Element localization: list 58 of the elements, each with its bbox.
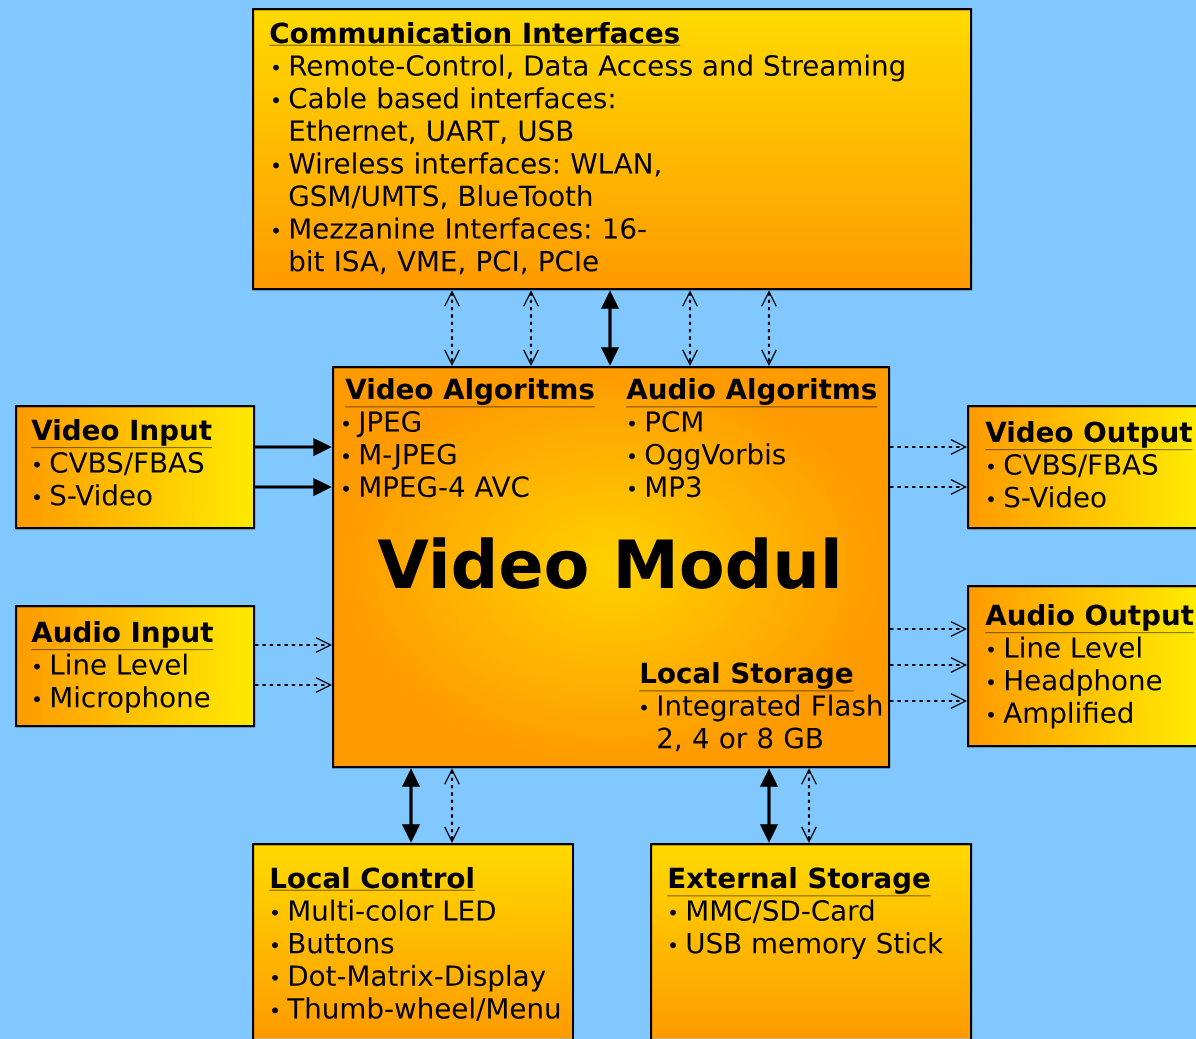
bullet-item: Headphone: [1006, 669, 1162, 696]
bullet-item: CVBS/FBAS: [50, 452, 204, 476]
feature-box: [252, 8, 973, 291]
feature-box: [967, 585, 1196, 748]
bullet-item: Integrated Flash 2, 4 or 8 GB: [658, 694, 882, 752]
bullet-item: PCM: [647, 411, 702, 432]
module-box: [332, 366, 891, 769]
bullet-item: Line Level: [52, 653, 187, 675]
bullet-item: S-Video: [51, 484, 152, 506]
heading: Local Control: [269, 866, 476, 891]
arrow: [801, 768, 817, 843]
arrow: [444, 290, 460, 366]
bullet-item: Amplified: [1003, 701, 1132, 729]
module-title: Video Modul: [377, 537, 838, 589]
heading: Audio Algoritms: [626, 377, 878, 408]
bullet-item: Multi-color LED: [290, 899, 495, 921]
arrow: [890, 439, 967, 455]
bullet-item: MPEG-4 AVC: [361, 476, 529, 498]
arrow: [890, 479, 967, 495]
heading: Video Algoritms: [345, 377, 596, 408]
arrow: [255, 637, 332, 653]
feature-box: [15, 405, 256, 530]
heading: Video Input: [31, 418, 213, 448]
bullet-item: CVBS/FBAS: [1004, 454, 1158, 478]
bullet-item: MMC/SD-Card: [688, 899, 874, 924]
bullet-item: S-Video: [1005, 486, 1106, 508]
arrow: [761, 290, 777, 366]
feature-box: [650, 843, 973, 1039]
arrow: [682, 290, 698, 366]
feature-box: [967, 405, 1196, 530]
heading: Audio Input: [31, 620, 214, 650]
bullet-item: MP3: [647, 476, 701, 498]
bullet-item: Thumb-wheel/Menu: [287, 997, 560, 1021]
bullet-item: JPEG: [356, 411, 420, 438]
arrow: [890, 621, 967, 637]
bullet-item: M-JPEG: [361, 443, 456, 470]
bullet-item: Line Level: [1006, 636, 1141, 658]
heading: External Storage: [667, 866, 932, 897]
bullet-item: Buttons: [290, 933, 394, 954]
heading: Communication Interfaces: [269, 21, 681, 46]
arrow: [890, 693, 967, 709]
heading: Audio Output: [985, 603, 1195, 633]
bullet-item: Wireless interfaces: WLAN, GSM/UMTS, BlueTooth: [289, 152, 660, 210]
arrow: [523, 290, 539, 366]
bullet-item: Remote-Control, Data Access and Streaming: [291, 54, 904, 82]
heading: Local Storage: [639, 661, 854, 692]
feature-box: [252, 843, 575, 1039]
arrow: [890, 657, 967, 673]
bullet-item: Microphone: [52, 686, 210, 713]
arrow: [444, 768, 460, 843]
bullet-item: USB memory Stick: [687, 932, 944, 959]
arrow: [255, 677, 332, 693]
bullet-item: Cable based interfaces: Ethernet, UART, USB: [289, 87, 614, 144]
bullet-item: Dot-Matrix-Display: [290, 964, 546, 992]
bullet-item: OggVorbis: [645, 443, 785, 470]
heading: Video Output: [985, 420, 1193, 450]
bullet-item: Mezzanine Interfaces: 16-bit ISA, VME, PCI, PCIe: [290, 217, 646, 275]
feature-box: [15, 605, 256, 728]
